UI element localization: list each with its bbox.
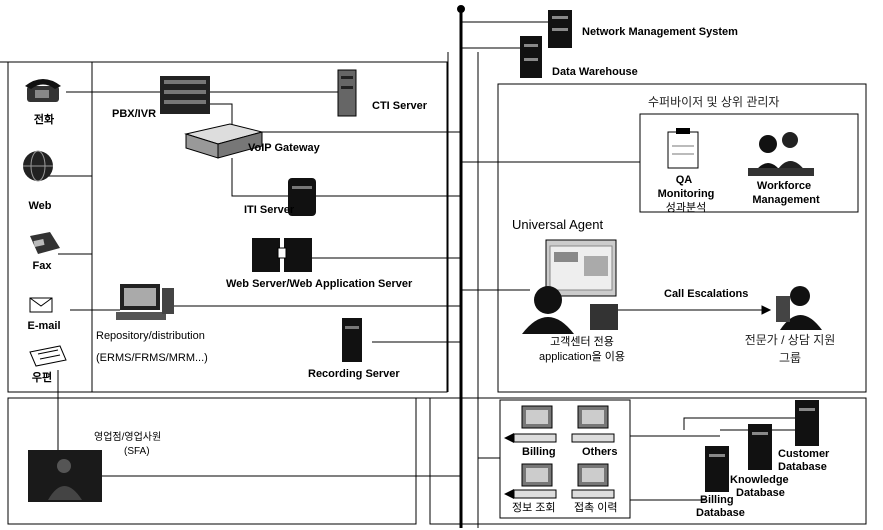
channel-frame	[8, 62, 92, 392]
billing-terminal-label: Billing	[522, 446, 556, 459]
universal-agent-title: Universal Agent	[512, 218, 603, 233]
recording-server-label: Recording Server	[308, 368, 400, 381]
web-server-icon	[252, 238, 312, 272]
iti-server-label: ITI Server	[244, 204, 294, 217]
wfm-label-line1: Workforce	[757, 180, 811, 193]
voip-gateway-label: VoIP Gateway	[248, 142, 320, 155]
expert-group-icon	[776, 286, 822, 330]
database-server-icon	[520, 36, 542, 78]
billing-terminal-icon	[504, 406, 556, 443]
web-server-label: Web Server/Web Application Server	[226, 278, 412, 291]
sales-label-line1: 영업점/영업사원	[94, 432, 161, 444]
others-terminal-label: Others	[582, 446, 617, 459]
qa-label-line2: Monitoring	[658, 188, 715, 201]
cti-server-label: CTI Server	[372, 100, 427, 113]
network-management-label: Network Management System	[582, 26, 738, 39]
expert-group-line1: 전문가 / 상담 지원	[745, 334, 836, 348]
fax-icon	[30, 232, 60, 254]
knowledge-database-label-2: Database	[736, 487, 785, 500]
customer-database-label-2: Database	[778, 461, 827, 474]
billing-database-label-1: Billing	[700, 494, 734, 507]
knowledge-database-label-1: Knowledge	[730, 474, 789, 487]
repository-sub-label: (ERMS/FRMS/MRM...)	[96, 352, 208, 365]
cti-server-icon	[338, 70, 356, 116]
recording-server-icon	[342, 318, 362, 362]
supervisor-title: 수퍼바이저 및 상위 관리자	[648, 96, 779, 110]
info-query-terminal-icon	[504, 464, 556, 499]
workstation-icon	[116, 284, 174, 320]
server-tower-icon	[548, 10, 572, 48]
sales-rep-photo	[28, 450, 102, 502]
data-warehouse-label: Data Warehouse	[552, 66, 638, 79]
channel-mail-label: 우편	[32, 372, 52, 385]
wfm-label-line2: Management	[752, 194, 819, 207]
channel-fax-label: Fax	[33, 260, 52, 273]
customer-database-icon	[795, 400, 819, 446]
contact-history-label: 접촉 이력	[574, 502, 618, 515]
arrows	[604, 306, 770, 314]
channel-email-label: E-mail	[27, 320, 60, 333]
channel-web-label: Web	[28, 200, 51, 213]
agent-app-line2: application을 이용	[539, 351, 625, 364]
sales-label-line2: (SFA)	[124, 446, 150, 458]
contact-history-terminal-icon	[572, 464, 614, 498]
expert-group-line2: 그룹	[779, 352, 801, 366]
network-backbone	[448, 6, 478, 529]
envelope-icon	[30, 298, 52, 312]
channel-phone-label: 전화	[34, 114, 54, 127]
people-group-icon	[748, 132, 814, 176]
qa-label-line1: QA	[676, 174, 693, 187]
info-query-label: 정보 조회	[512, 502, 556, 515]
others-terminal-icon	[572, 406, 614, 442]
agent-workstation-icon	[522, 240, 618, 334]
globe-icon	[23, 151, 53, 181]
telephone-icon	[25, 79, 61, 102]
pbx-rack-icon	[160, 76, 210, 114]
agent-app-line1: 고객센터 전용	[550, 336, 614, 349]
knowledge-database-icon	[748, 424, 772, 470]
billing-database-label-2: Database	[696, 507, 745, 520]
backoffice-inner-box	[500, 400, 630, 518]
clipboard-icon	[668, 128, 698, 168]
repository-label: Repository/distribution	[96, 330, 205, 343]
billing-database-icon	[705, 446, 729, 492]
postal-mail-icon	[30, 346, 66, 366]
qa-label-line3: 성과분석	[666, 202, 706, 215]
customer-database-label-1: Customer	[778, 448, 829, 461]
call-escalation-label: Call Escalations	[664, 288, 748, 301]
pbx-ivr-label: PBX/IVR	[112, 108, 156, 121]
